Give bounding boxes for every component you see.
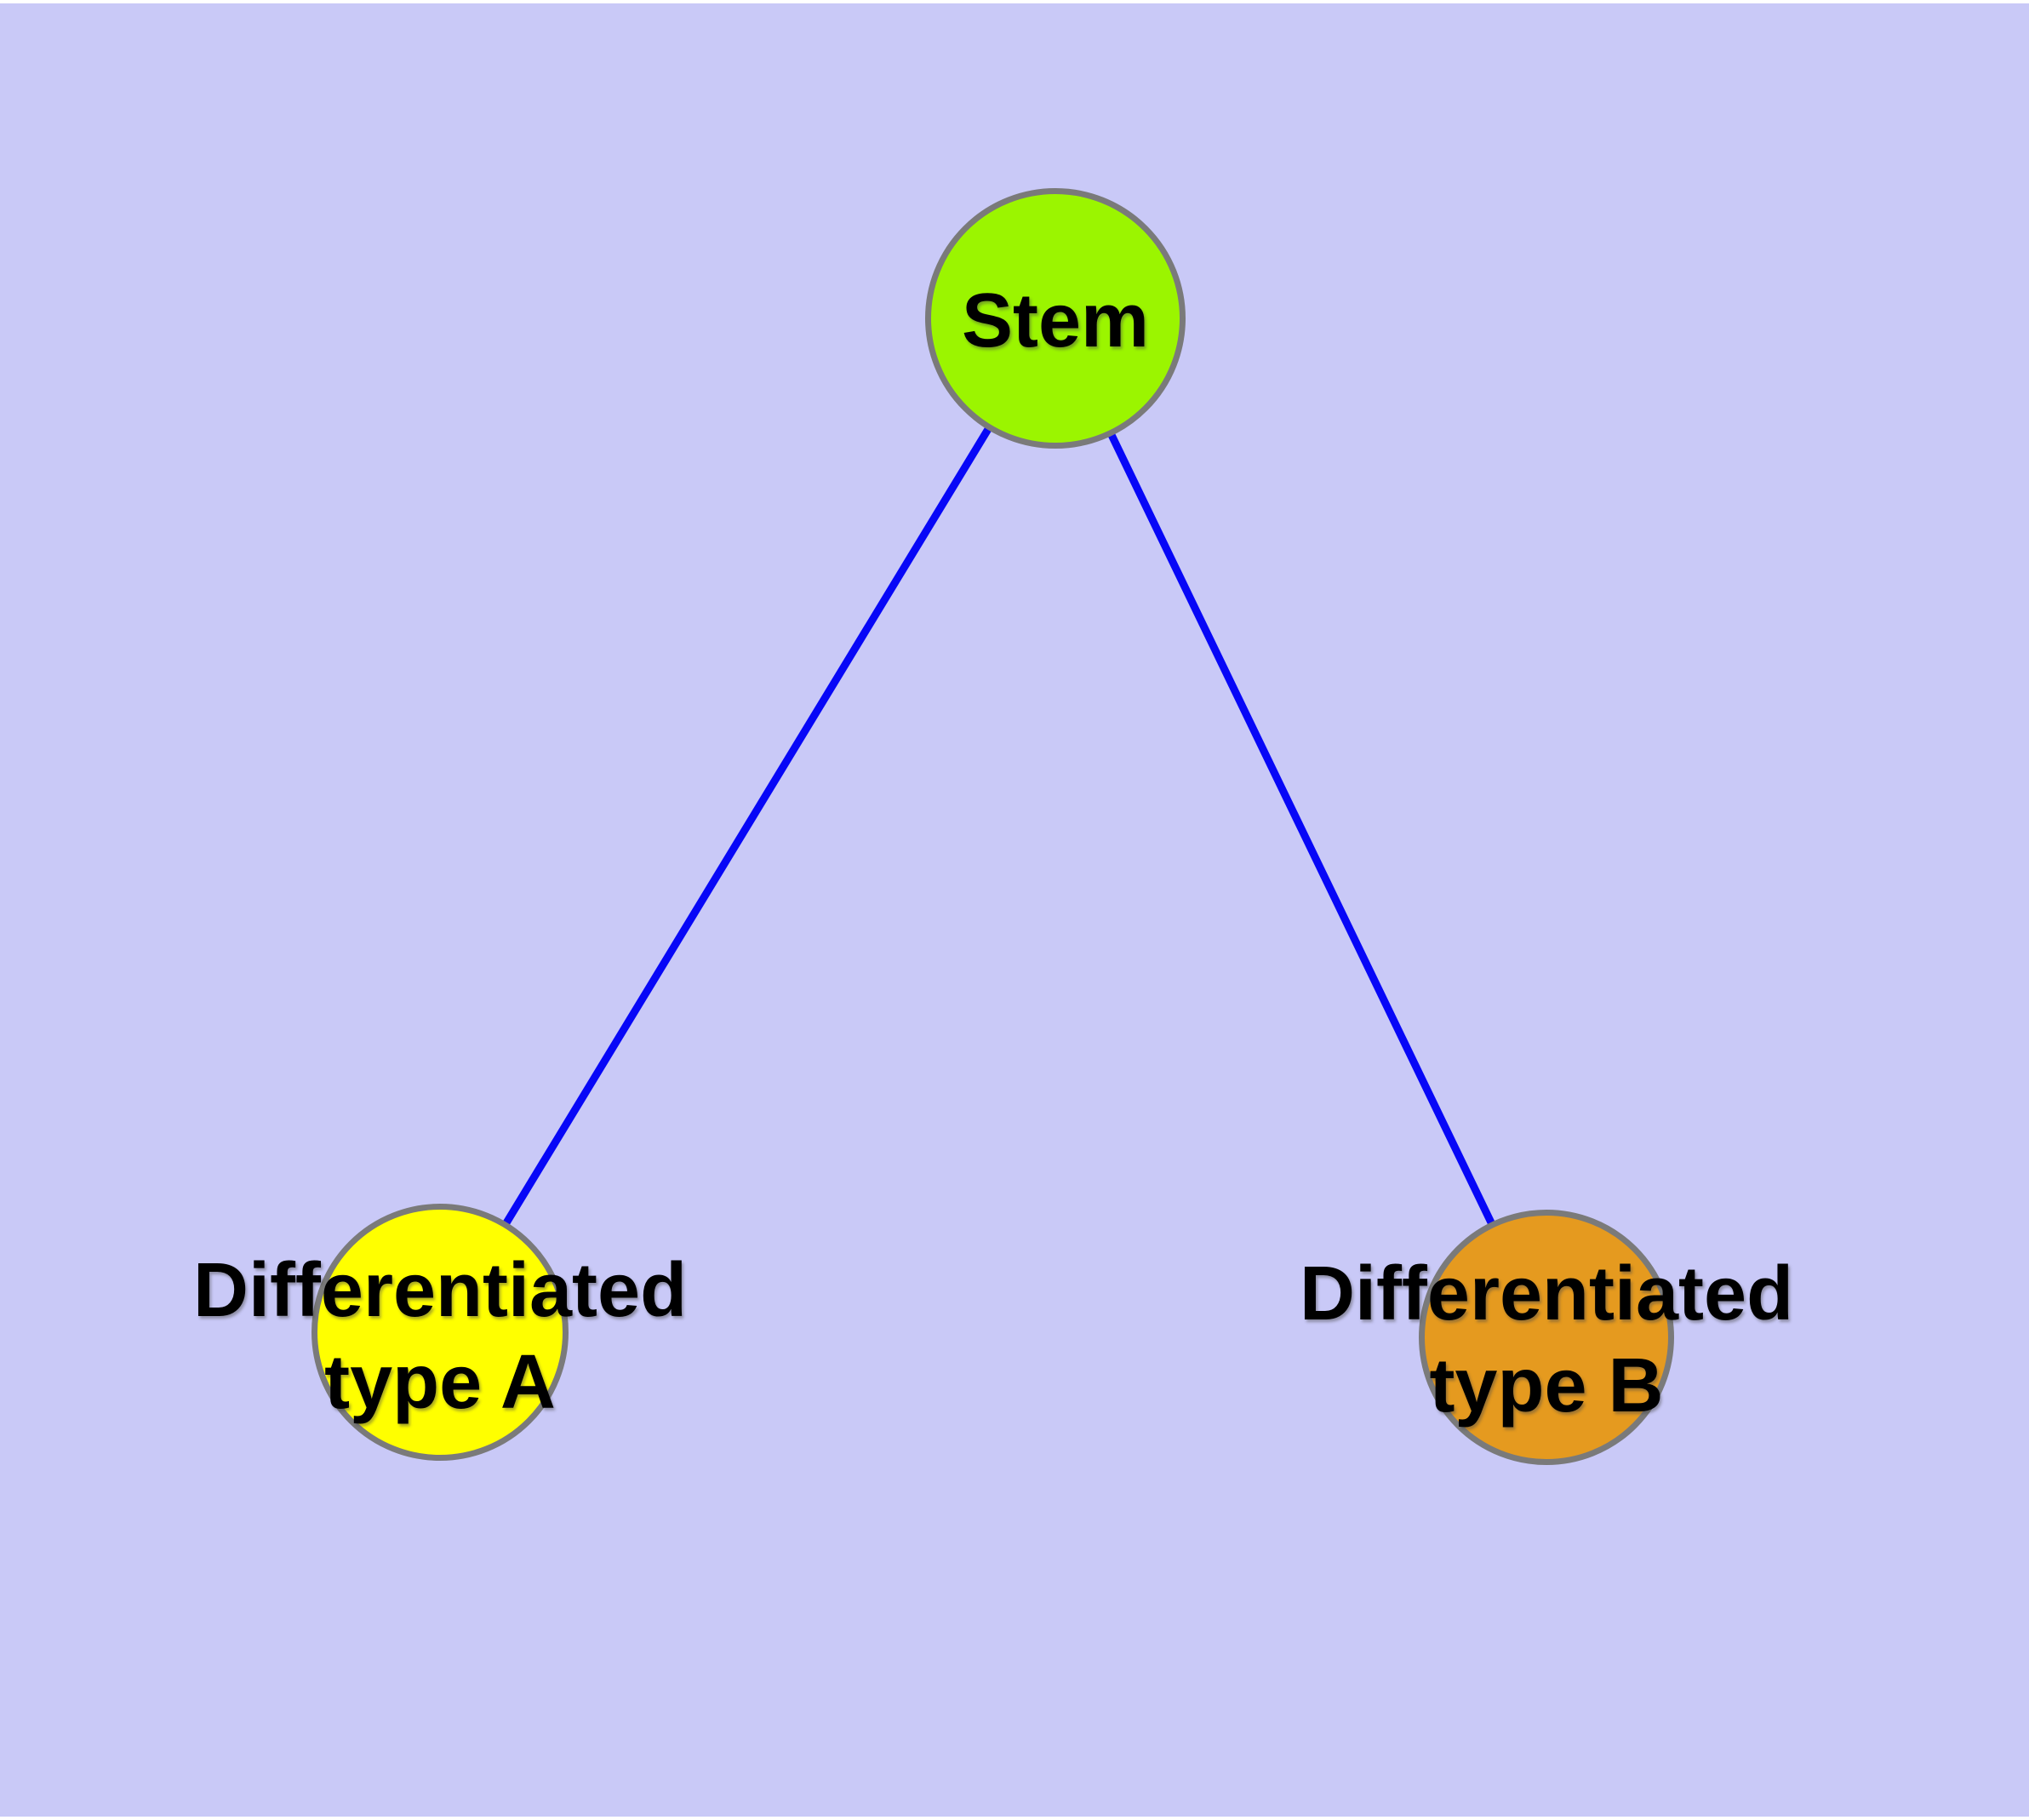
node-differentiated-type-a-label: Differentiated type A — [192, 1248, 688, 1425]
node-differentiated-type-b-label: Differentiated type B — [1299, 1251, 1794, 1428]
edge-stem-to-type-a — [437, 316, 1059, 1335]
node-differentiated-type-a — [311, 1204, 569, 1461]
node-stem-label: Stem — [961, 278, 1150, 363]
bottom-frame-strip — [0, 1817, 2029, 1820]
edge-stem-to-type-b — [1051, 317, 1551, 1339]
node-differentiated-type-b — [1419, 1210, 1674, 1465]
top-frame-strip — [0, 0, 2029, 3]
node-stem — [925, 188, 1186, 449]
